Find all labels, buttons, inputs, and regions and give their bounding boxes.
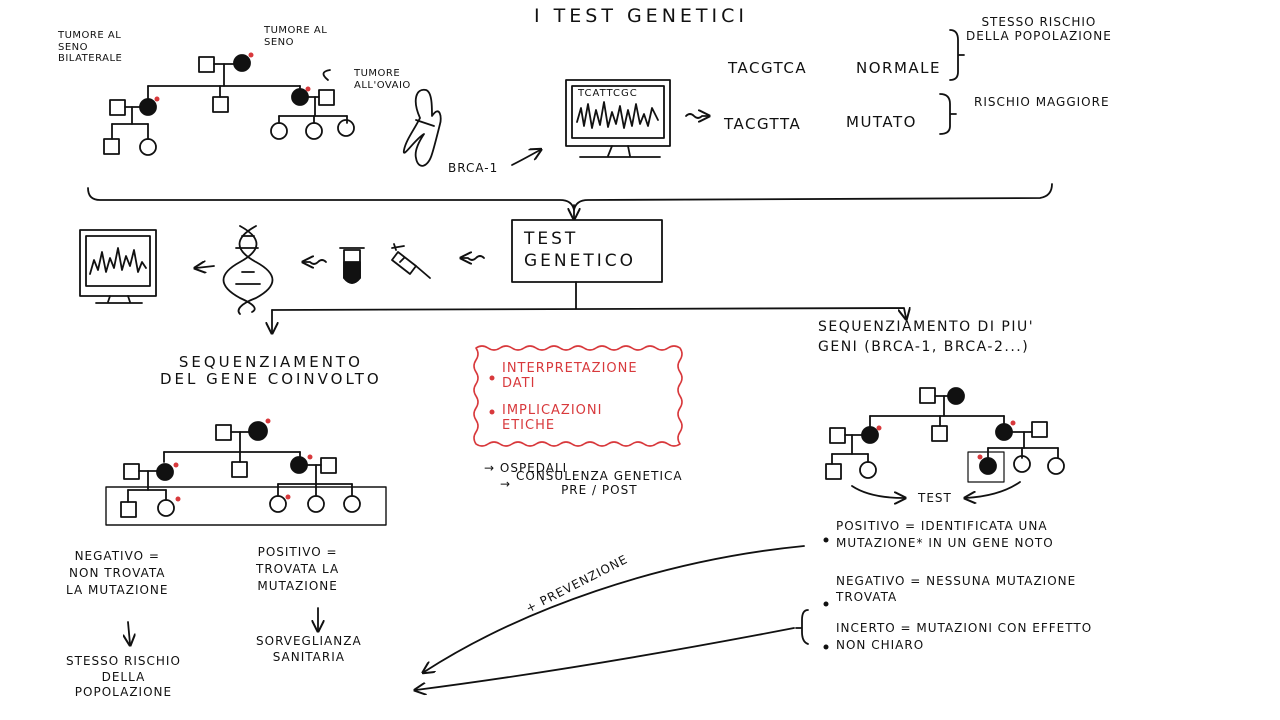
test-arrow-right <box>966 481 1021 498</box>
label-breast-cancer: TUMORE AL SENO <box>264 25 328 48</box>
monitor-icon <box>565 79 671 158</box>
page-title: I TEST GENETICI <box>534 5 748 27</box>
squiggle-arrow-top <box>685 114 708 118</box>
negative-outcome: STESSO RISCHIO DELLA POPOLAZIONE <box>66 654 181 700</box>
negative-result-right: NEGATIVO = NESSUNA MUTAZIONE TROVATA <box>836 574 1077 604</box>
overview-bracket <box>87 183 1053 211</box>
red-note-box <box>473 345 683 447</box>
positive-result-right: POSITIVO = IDENTIFICATA UNA MUTAZIONE* I… <box>836 519 1054 550</box>
uncertain-result-right: INCERTO = MUTAZIONI CON EFFETTO NON CHIA… <box>836 621 1093 652</box>
note-hospitals: OSPEDALI <box>499 461 568 475</box>
note-hospitals-arrow: → OSPEDALI <box>484 461 568 475</box>
gene-to-monitor-arrow <box>511 150 540 166</box>
label-ovarian-cancer: TUMORE ALL'OVAIO <box>354 68 411 91</box>
result-bullets <box>823 537 829 650</box>
chromosome-icon <box>402 88 442 167</box>
negative-down-arrow <box>128 621 130 644</box>
sequence-normal: TACGTCA <box>728 59 808 77</box>
dna-helix-icon <box>222 225 274 315</box>
red-item-interpretation: INTERPRETAZIONE DATI <box>502 361 638 391</box>
mutation-markers-top <box>154 52 311 102</box>
bracket-normal <box>949 29 965 81</box>
sequence-mutated: TACGTTA <box>724 115 802 133</box>
test-arrow-left <box>851 485 904 498</box>
negative-result-left: NEGATIVO = NON TROVATA LA MUTAZIONE <box>66 549 169 597</box>
right-branch-heading: SEQUENZIAMENTO DI PIU' GENI (BRCA-1, BRC… <box>818 319 1035 355</box>
red-bullets <box>489 375 495 415</box>
result-monitor-icon <box>79 229 157 304</box>
test-label: TEST <box>918 491 952 505</box>
top-pedigree-chart <box>103 54 355 156</box>
left-branch-heading: SEQUENZIAMENTO DEL GENE COINVOLTO <box>160 353 382 389</box>
same-risk-label: STESSO RISCHIO DELLA POPOLAZIONE <box>966 15 1112 43</box>
test-genetico-label: TEST GENETICO <box>524 229 637 272</box>
squiggle-arrow-syringe <box>462 256 485 260</box>
bracket-mutated <box>939 93 957 135</box>
label-bilateral-breast-cancer: TUMORE AL SENO BILATERALE <box>58 30 123 64</box>
arrow-to-monitor <box>196 266 215 268</box>
test-split-connector <box>271 281 906 318</box>
monitor-sequence: TCATTCGC <box>578 88 638 99</box>
note-counseling: CONSULENZA GENETICA PRE / POST <box>516 469 683 497</box>
syringe-icon <box>391 243 431 279</box>
label-normal: NORMALE <box>856 59 941 77</box>
right-pedigree-chart <box>825 387 1065 483</box>
prevention-arrow <box>424 545 805 672</box>
test-tube-icon <box>339 247 365 284</box>
mutation-markers-right <box>876 420 1016 460</box>
gene-label: BRCA-1 <box>448 161 499 175</box>
neg-uncertain-bracket <box>795 609 809 645</box>
note-counseling-arrow: → <box>500 477 512 491</box>
positive-result-left: POSITIVO = TROVATA LA MUTAZIONE <box>256 545 340 593</box>
positive-outcome: SORVEGLIANZA SANITARIA <box>256 634 362 664</box>
label-mutated: MUTATO <box>846 113 917 131</box>
left-pedigree-chart <box>105 421 387 526</box>
red-item-ethics: IMPLICAZIONI ETICHE <box>502 403 603 433</box>
return-arrow <box>416 627 795 690</box>
mutation-markers-left <box>173 418 313 502</box>
higher-risk-label: RISCHIO MAGGIORE <box>974 95 1110 109</box>
squiggle-arrow-dna <box>304 260 327 264</box>
test-genetico-box <box>511 219 663 283</box>
